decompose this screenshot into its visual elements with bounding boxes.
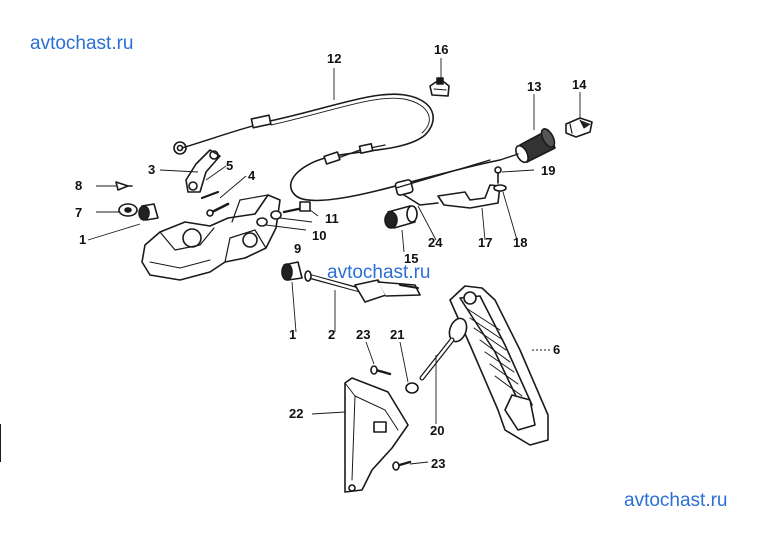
callout-10: 10 [312,228,327,243]
part-5-screw [200,190,220,200]
callout-14: 14 [572,77,587,92]
callout-12: 12 [327,51,342,66]
part-22-bracket [344,377,409,493]
watermark-center: avtochast.ru [327,262,431,283]
callout-4: 4 [248,168,256,183]
callout-22: 22 [289,406,304,421]
leader-lines [87,58,581,465]
part-15-bushing [384,205,418,229]
callout-18: 18 [513,235,528,250]
callout-20: 20 [430,423,445,438]
part-2-shaft [304,270,421,303]
callout-17: 17 [478,235,493,250]
callout-1-upper: 1 [79,232,87,247]
watermark-bottom-right: avtochast.ru [624,490,728,511]
callout-11: 11 [325,211,339,226]
part-12-cable [173,93,501,202]
callout-1-lower: 1 [289,327,297,342]
part-21-nut [405,382,419,394]
callout-23-lower: 23 [431,456,446,471]
part-11-bolt [282,201,311,214]
watermark-top-left: avtochast.ru [30,33,134,54]
part-24-holder [394,159,491,206]
callout-9: 9 [294,241,302,256]
callout-2: 2 [328,327,336,342]
callout-13: 13 [527,79,542,94]
part-9-washer [256,217,268,227]
part-8-cotter-pin [115,181,133,191]
part-16-clip [429,77,450,97]
part-20-bolt [419,317,468,381]
part-13-bellows [499,128,556,164]
callout-19: 19 [541,163,556,178]
part-23-screw-upper [370,365,392,376]
part-18-washer [493,184,507,192]
callout-6: 6 [553,342,561,357]
callout-24: 24 [428,235,443,250]
callout-5: 5 [226,158,234,173]
part-6-pedal [449,285,549,446]
callout-7: 7 [75,205,83,220]
part-4-bolt [206,202,230,217]
part-1-bushing-lower [281,261,303,281]
callout-8: 8 [75,178,83,193]
part-19-pin [494,166,502,184]
callout-23-upper: 23 [356,327,371,342]
part-17-plate [437,184,501,209]
part-3-lever [185,149,221,193]
part-1-bushing-upper [138,203,159,221]
part-7-washer [118,203,138,217]
callout-21: 21 [390,327,405,342]
callout-16: 16 [434,42,449,57]
callout-15: 15 [404,251,419,266]
bearing-bracket [141,194,281,281]
callout-3: 3 [148,162,156,177]
part-23-screw-lower [392,460,412,471]
part-10-nut [270,210,282,220]
part-14-bracket [565,117,593,138]
